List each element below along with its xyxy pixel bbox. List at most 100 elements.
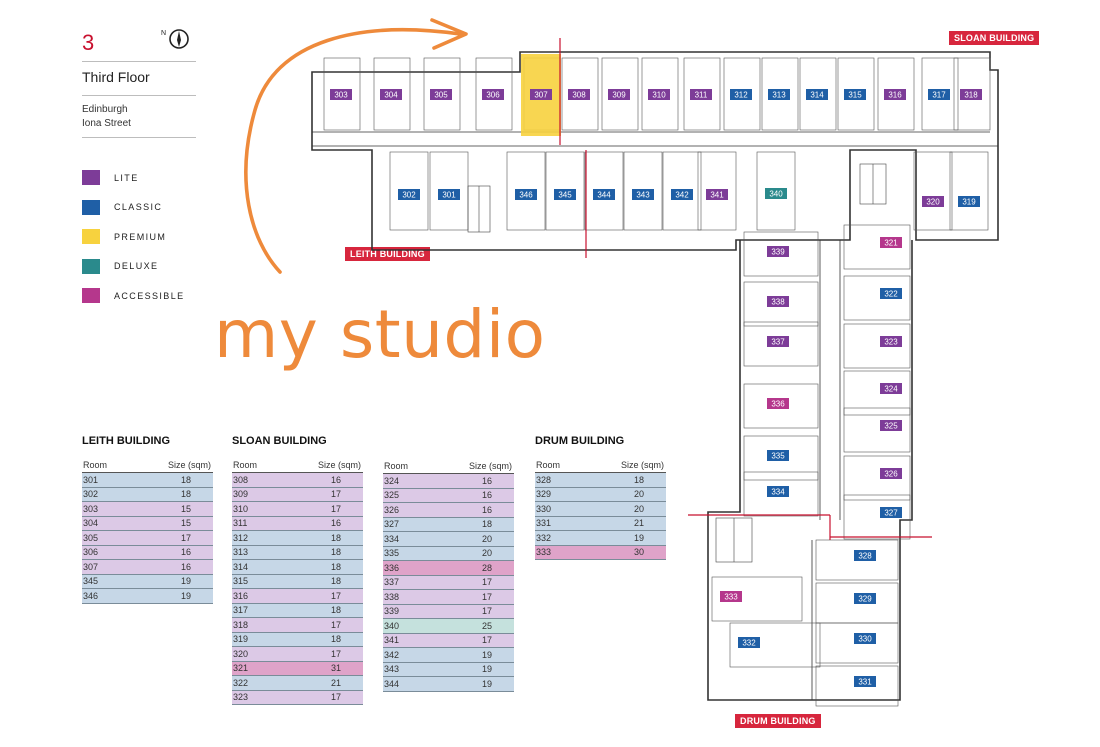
room-tag-326[interactable]: 326 bbox=[880, 468, 902, 479]
room-tag-331[interactable]: 331 bbox=[854, 676, 876, 687]
room-size: 21 bbox=[330, 677, 341, 688]
compass-letter: N bbox=[161, 30, 166, 37]
room-number: 344 bbox=[384, 678, 400, 689]
room-tag-317[interactable]: 317 bbox=[928, 89, 950, 100]
room-size: 16 bbox=[180, 547, 191, 558]
room-tag-324[interactable]: 324 bbox=[880, 383, 902, 394]
room-cell bbox=[843, 407, 911, 453]
room-number: 346 bbox=[83, 590, 99, 601]
room-number: 304 bbox=[83, 518, 99, 529]
room-size: 18 bbox=[330, 634, 341, 645]
room-tag-325[interactable]: 325 bbox=[880, 420, 902, 431]
legend-item-lite: LITE bbox=[82, 163, 185, 193]
room-tag-344[interactable]: 344 bbox=[593, 189, 615, 200]
room-size: 15 bbox=[180, 518, 191, 529]
col-room: Room bbox=[233, 460, 258, 470]
room-tag-314[interactable]: 314 bbox=[806, 89, 828, 100]
room-tag-328[interactable]: 328 bbox=[854, 550, 876, 561]
room-tag-304[interactable]: 304 bbox=[380, 89, 402, 100]
room-tag-332[interactable]: 332 bbox=[738, 637, 760, 648]
room-tag-label: 319 bbox=[962, 198, 976, 207]
room-tag-334[interactable]: 334 bbox=[767, 486, 789, 497]
room-number: 338 bbox=[384, 591, 400, 602]
room-tag-341[interactable]: 341 bbox=[706, 189, 728, 200]
room-tag-333[interactable]: 333 bbox=[720, 591, 742, 602]
room-number: 332 bbox=[536, 532, 552, 543]
address-line-2: Iona Street bbox=[82, 118, 131, 129]
room-tag-330[interactable]: 330 bbox=[854, 633, 876, 644]
room-number: 310 bbox=[233, 503, 249, 514]
room-size: 19 bbox=[481, 678, 492, 689]
room-tag-342[interactable]: 342 bbox=[671, 189, 693, 200]
room-tag-320[interactable]: 320 bbox=[922, 196, 944, 207]
room-tag-329[interactable]: 329 bbox=[854, 593, 876, 604]
room-number: 301 bbox=[83, 474, 99, 485]
room-tag-bg bbox=[438, 189, 460, 200]
room-tag-319[interactable]: 319 bbox=[958, 196, 980, 207]
room-cell bbox=[743, 321, 819, 367]
room-tag-312[interactable]: 312 bbox=[730, 89, 752, 100]
room-tag-335[interactable]: 335 bbox=[767, 450, 789, 461]
room-tag-label: 322 bbox=[884, 290, 898, 299]
room-tag-311[interactable]: 311 bbox=[690, 89, 712, 100]
room-tag-305[interactable]: 305 bbox=[430, 89, 452, 100]
room-tag-346[interactable]: 346 bbox=[515, 189, 537, 200]
room-tag-bg bbox=[632, 189, 654, 200]
room-number: 302 bbox=[83, 489, 99, 500]
room-tag-316[interactable]: 316 bbox=[884, 89, 906, 100]
room-tag-318[interactable]: 318 bbox=[960, 89, 982, 100]
room-size: 16 bbox=[481, 504, 492, 515]
room-tag-338[interactable]: 338 bbox=[767, 296, 789, 307]
room-tag-339[interactable]: 339 bbox=[767, 246, 789, 257]
table-title: LEITH BUILDING bbox=[82, 435, 170, 447]
room-tag-bg bbox=[706, 189, 728, 200]
room-tag-label: 346 bbox=[519, 191, 533, 200]
room-size: 18 bbox=[330, 605, 341, 616]
room-tag-label: 340 bbox=[769, 190, 783, 199]
room-tag-306[interactable]: 306 bbox=[482, 89, 504, 100]
room-tag-343[interactable]: 343 bbox=[632, 189, 654, 200]
room-tag-label: 310 bbox=[652, 91, 666, 100]
room-tag-310[interactable]: 310 bbox=[648, 89, 670, 100]
room-tag-336[interactable]: 336 bbox=[767, 398, 789, 409]
room-tag-327[interactable]: 327 bbox=[880, 507, 902, 518]
room-tag-307[interactable]: 307 bbox=[530, 89, 552, 100]
room-tag-309[interactable]: 309 bbox=[608, 89, 630, 100]
room-tag-315[interactable]: 315 bbox=[844, 89, 866, 100]
legend-label: PREMIUM bbox=[114, 231, 167, 242]
room-size: 19 bbox=[180, 590, 191, 601]
room-tag-308[interactable]: 308 bbox=[568, 89, 590, 100]
room-tag-313[interactable]: 313 bbox=[768, 89, 790, 100]
room-tag-label: 338 bbox=[771, 298, 785, 307]
room-cell bbox=[743, 383, 819, 429]
room-tag-label: 331 bbox=[858, 678, 872, 687]
room-size: 17 bbox=[330, 590, 341, 601]
room-tag-340[interactable]: 340 bbox=[765, 188, 787, 199]
room-tag-302[interactable]: 302 bbox=[398, 189, 420, 200]
room-tag-bg bbox=[482, 89, 504, 100]
room-tag-bg bbox=[767, 398, 789, 409]
room-size: 19 bbox=[481, 664, 492, 675]
room-size: 18 bbox=[180, 474, 191, 485]
room-number: 308 bbox=[233, 474, 249, 485]
room-tag-322[interactable]: 322 bbox=[880, 288, 902, 299]
room-tag-bg bbox=[765, 188, 787, 199]
table-title: SLOAN BUILDING bbox=[232, 435, 327, 447]
room-number: 336 bbox=[384, 562, 400, 573]
room-tag-301[interactable]: 301 bbox=[438, 189, 460, 200]
room-tag-303[interactable]: 303 bbox=[330, 89, 352, 100]
room-tag-label: 303 bbox=[334, 91, 348, 100]
room-tag-323[interactable]: 323 bbox=[880, 336, 902, 347]
room-tag-337[interactable]: 337 bbox=[767, 336, 789, 347]
room-tag-345[interactable]: 345 bbox=[554, 189, 576, 200]
room-tag-321[interactable]: 321 bbox=[880, 237, 902, 248]
